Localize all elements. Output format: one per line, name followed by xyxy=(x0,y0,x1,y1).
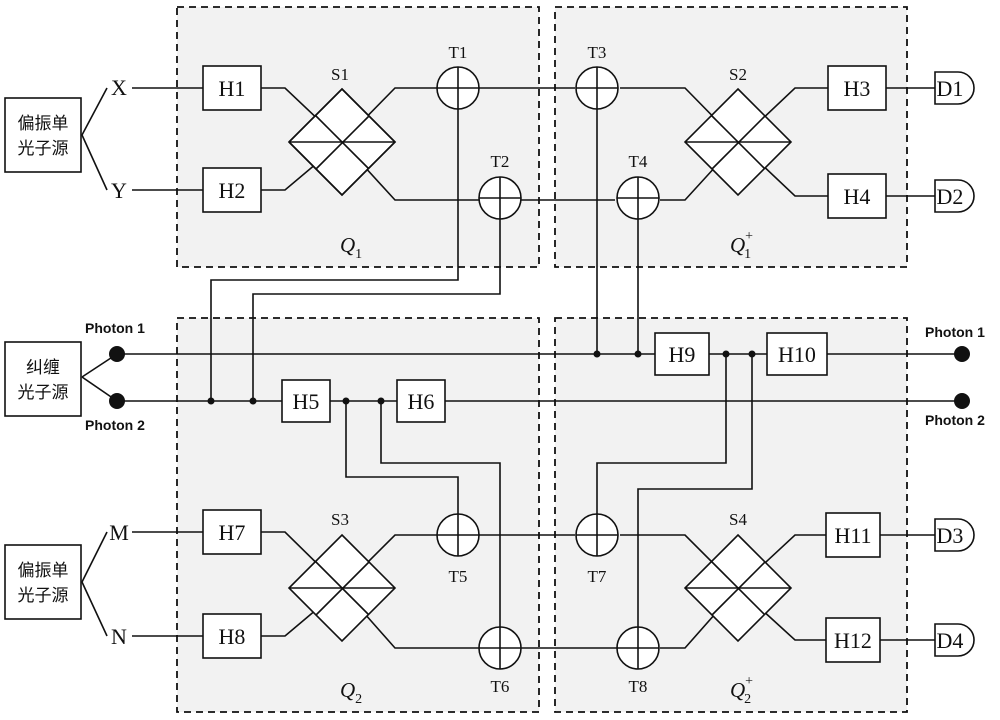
region-label-sub: 2 xyxy=(355,692,362,707)
region-label-sup: + xyxy=(745,674,753,689)
detector-label: D4 xyxy=(937,628,964,653)
target-gate-t1: T1 xyxy=(436,43,480,110)
photon-1-left-dot xyxy=(109,346,125,362)
hadamard-h6: H6 xyxy=(396,379,446,423)
source-label-line: 纠缠 xyxy=(26,358,60,378)
junction-dots xyxy=(207,350,756,405)
region-label-base: Q xyxy=(340,678,355,702)
detector-d1: D1 xyxy=(934,71,975,105)
target-label: T4 xyxy=(629,152,648,171)
target-gate-t6: T6 xyxy=(478,626,522,696)
region-label-sub: 2 xyxy=(744,692,751,707)
polarized-source-bottom: 偏振单 光子源 xyxy=(4,544,82,620)
target-gate-t7: T7 xyxy=(575,513,619,586)
detector-d4: D4 xyxy=(934,623,975,657)
splitter-label: S2 xyxy=(729,65,747,84)
region-label-sub: 1 xyxy=(744,247,751,262)
hadamard-h10: H10 xyxy=(766,332,828,376)
hadamard-h4: H4 xyxy=(827,173,887,219)
region-label-sup: + xyxy=(745,229,753,244)
beam-splitter-s2: S2 xyxy=(683,65,793,197)
target-gate-t8: T8 xyxy=(616,626,660,696)
detector-d3: D3 xyxy=(934,518,975,552)
hadamard-label: H12 xyxy=(834,628,872,653)
photon-2-right-dot xyxy=(954,393,970,409)
hadamard-h1: H1 xyxy=(202,65,262,111)
source-label-line: 光子源 xyxy=(18,586,69,606)
target-gate-t2: T2 xyxy=(478,152,522,220)
photon-2-right-label: Photon 2 xyxy=(925,412,985,428)
target-label: T3 xyxy=(588,43,607,62)
splitter-label: S4 xyxy=(729,510,747,529)
photon-2-left-label: Photon 2 xyxy=(85,417,145,433)
region-q1-dagger-label: Q+1 xyxy=(730,229,753,262)
hadamard-label: H3 xyxy=(844,76,871,101)
hadamard-label: H10 xyxy=(778,342,816,367)
input-m-label: M xyxy=(109,520,129,545)
region-label-base: Q xyxy=(340,233,355,257)
detector-label: D3 xyxy=(937,523,964,548)
hadamard-h11: H11 xyxy=(825,512,881,558)
source-label-line: 偏振单 xyxy=(18,561,69,581)
region-q1-label: Q1 xyxy=(340,233,362,262)
source-label-line: 光子源 xyxy=(18,383,69,403)
region-label-sub: 1 xyxy=(355,247,362,262)
target-label: T6 xyxy=(491,677,510,696)
target-label: T7 xyxy=(588,567,607,586)
hadamard-h7: H7 xyxy=(202,509,262,555)
detector-label: D1 xyxy=(937,76,964,101)
photon-1-right-label: Photon 1 xyxy=(925,324,985,340)
detector-d2: D2 xyxy=(934,179,975,213)
photon-1-right-dot xyxy=(954,346,970,362)
target-gate-t5: T5 xyxy=(436,513,480,586)
region-q2-dagger-label: Q+2 xyxy=(730,674,753,707)
target-label: T1 xyxy=(449,43,468,62)
input-n-label: N xyxy=(111,624,127,649)
entangled-source: 纠缠 光子源 xyxy=(4,341,82,417)
photon-2-left-dot xyxy=(109,393,125,409)
hadamard-h5: H5 xyxy=(281,379,331,423)
beam-splitter-s4: S4 xyxy=(683,510,793,643)
input-x-label: X xyxy=(111,75,127,100)
splitter-label: S1 xyxy=(331,65,349,84)
beam-splitter-s3: S3 xyxy=(287,510,397,643)
target-gate-t3: T3 xyxy=(575,43,619,110)
hadamard-h12: H12 xyxy=(825,617,881,663)
hadamard-label: H6 xyxy=(408,389,435,414)
region-label-base: Q xyxy=(730,233,745,257)
hadamard-h8: H8 xyxy=(202,613,262,659)
region-q2-label: Q2 xyxy=(340,678,362,707)
hadamard-label: H4 xyxy=(844,184,871,209)
target-label: T5 xyxy=(449,567,468,586)
polarized-source-top: 偏振单 光子源 xyxy=(4,97,82,173)
target-gate-t4: T4 xyxy=(616,152,660,220)
source-label-line: 偏振单 xyxy=(18,114,69,134)
hadamard-h2: H2 xyxy=(202,167,262,213)
region-label-base: Q xyxy=(730,678,745,702)
hadamard-label: H7 xyxy=(219,520,246,545)
input-y-label: Y xyxy=(111,178,127,203)
hadamard-label: H11 xyxy=(834,523,871,548)
hadamard-label: H9 xyxy=(669,342,696,367)
detector-label: D2 xyxy=(937,184,964,209)
hadamard-label: H5 xyxy=(293,389,320,414)
photon-1-left-label: Photon 1 xyxy=(85,320,145,336)
hadamard-label: H2 xyxy=(219,178,246,203)
target-label: T2 xyxy=(491,152,510,171)
hadamard-label: H8 xyxy=(219,624,246,649)
source-label-line: 光子源 xyxy=(18,139,69,159)
beam-splitter-s1: S1 xyxy=(287,65,397,197)
hadamard-h9: H9 xyxy=(654,332,710,376)
hadamard-label: H1 xyxy=(219,76,246,101)
target-label: T8 xyxy=(629,677,648,696)
hadamard-h3: H3 xyxy=(827,65,887,111)
splitter-label: S3 xyxy=(331,510,349,529)
